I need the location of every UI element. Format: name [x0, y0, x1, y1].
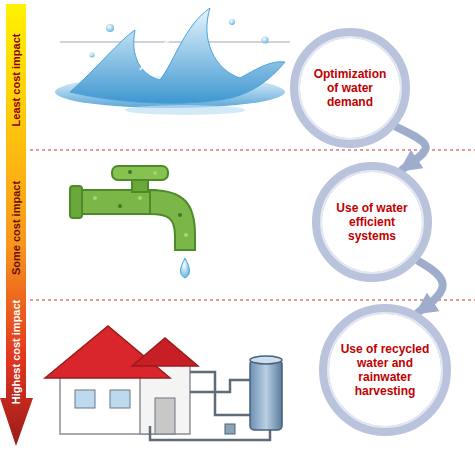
circle-ring	[317, 167, 427, 277]
house-rainwater-system	[45, 326, 282, 440]
cycle-circle: Optimization of water demand	[289, 27, 411, 149]
circle-ring-highlight	[299, 37, 401, 139]
band-divider	[30, 150, 475, 151]
water-splash	[55, 8, 290, 115]
step-text: Use of recycled water and rainwater harv…	[339, 342, 431, 398]
cycle-circle: Use of water efficient systems	[311, 161, 433, 283]
step-text: Optimization of water demand	[308, 67, 393, 109]
circle-ring-highlight	[321, 171, 423, 273]
step-text: Use of water efficient systems	[330, 201, 415, 243]
cycle-circle: Use of recycled water and rainwater harv…	[318, 303, 452, 437]
mossy-tap	[70, 166, 195, 278]
circle-ring	[295, 33, 405, 143]
cost-level-label: Highest cost impact	[10, 300, 23, 405]
cost-level-label: Some cost impact	[10, 181, 23, 275]
cycle-arrow	[419, 261, 443, 312]
cycle-arrow	[397, 127, 426, 169]
circle-ring	[324, 309, 446, 431]
band-divider	[30, 300, 475, 301]
circle-ring-highlight	[328, 313, 442, 427]
cost-level-label: Least cost impact	[10, 34, 23, 127]
cost-arrow	[0, 4, 33, 446]
